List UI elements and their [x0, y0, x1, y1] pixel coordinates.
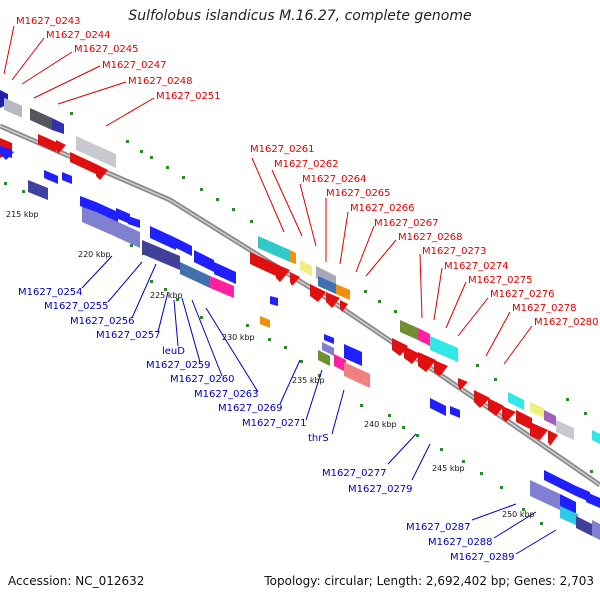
gene-label: M1627_0251 [156, 91, 221, 102]
gene-label: M1627_0267 [374, 218, 439, 229]
gene-label: M1627_0256 [70, 316, 135, 327]
gene-label: M1627_0288 [428, 537, 493, 548]
gene-label: M1627_0268 [398, 232, 463, 243]
gene-label: thrS [308, 433, 329, 444]
bottom-callouts [81, 255, 557, 555]
top-gene-labels: M1627_0243 M1627_0244 M1627_0245 M1627_0… [16, 16, 599, 328]
gene-label: M1627_0266 [350, 203, 415, 214]
ruler-labels: 215 kbp 220 kbp 225 kbp 230 kbp 235 kbp … [6, 210, 535, 519]
gene-label: M1627_0275 [468, 275, 533, 286]
gene-label: M1627_0280 [534, 317, 599, 328]
ruler-label-235: 235 kbp [292, 376, 325, 385]
ruler-label-215: 215 kbp [6, 210, 39, 219]
gene-label: M1627_0264 [302, 174, 367, 185]
ruler-label-225: 225 kbp [150, 291, 183, 300]
gene-label: M1627_0261 [250, 144, 315, 155]
gene-label: M1627_0248 [128, 76, 193, 87]
ruler-label-245: 245 kbp [432, 464, 465, 473]
bottom-gene-labels: M1627_0254 M1627_0255 M1627_0256 M1627_0… [18, 287, 515, 563]
gene-label: M1627_0277 [322, 468, 387, 479]
gene-label: M1627_0243 [16, 16, 81, 27]
accession-text: Accession: NC_012632 [8, 574, 145, 588]
gene-label: leuD [162, 346, 185, 357]
lower-features [0, 146, 600, 540]
genome-title: Sulfolobus islandicus M.16.27, complete … [128, 8, 472, 24]
ruler-ticks [4, 112, 593, 525]
gene-label: M1627_0244 [46, 30, 111, 41]
gene-label: M1627_0276 [490, 289, 555, 300]
gene-label: M1627_0269 [218, 403, 283, 414]
gene-label: M1627_0265 [326, 188, 391, 199]
gene-label: M1627_0247 [102, 60, 167, 71]
gene-label: M1627_0254 [18, 287, 83, 298]
top-callouts [3, 25, 533, 365]
gene-label: M1627_0245 [74, 44, 139, 55]
gene-label: M1627_0259 [146, 360, 211, 371]
ruler-label-250: 250 kbp [502, 510, 535, 519]
gene-label: M1627_0260 [170, 374, 235, 385]
gene-label: M1627_0279 [348, 484, 413, 495]
gene-label: M1627_0273 [422, 246, 487, 257]
gene-label: M1627_0257 [96, 330, 161, 341]
ruler-label-230: 230 kbp [222, 333, 255, 342]
gene-label: M1627_0287 [406, 522, 471, 533]
gene-label: M1627_0255 [44, 301, 109, 312]
gene-label: M1627_0278 [512, 303, 577, 314]
ruler-label-240: 240 kbp [364, 420, 397, 429]
genome-summary-text: Topology: circular; Length: 2,692,402 bp… [264, 574, 594, 588]
gene-label: M1627_0289 [450, 552, 515, 563]
gene-label: M1627_0271 [242, 418, 307, 429]
ruler-label-220: 220 kbp [78, 250, 111, 259]
gene-label: M1627_0263 [194, 389, 259, 400]
gene-label: M1627_0262 [274, 159, 339, 170]
upper-features [0, 90, 600, 446]
gene-label: M1627_0274 [444, 261, 509, 272]
